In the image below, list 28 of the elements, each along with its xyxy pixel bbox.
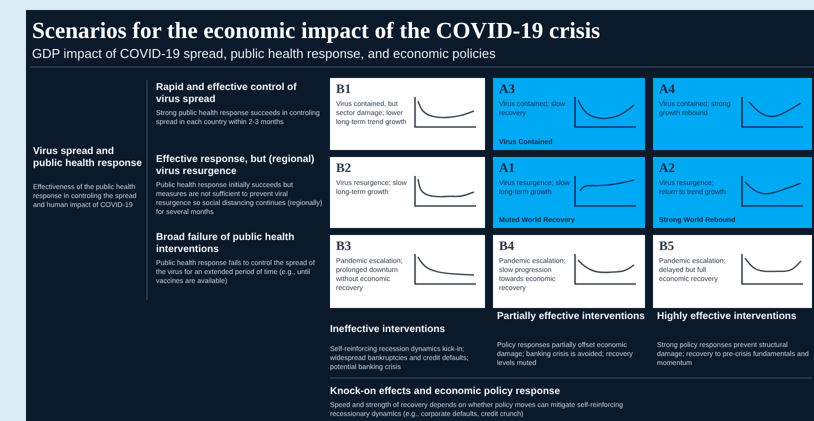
scenario-card xyxy=(330,235,485,308)
section-heading: Knock-on effects and economic policy response xyxy=(330,386,562,398)
scenario-code: A2 xyxy=(659,160,675,176)
scenario-code: B3 xyxy=(336,238,352,254)
row-heading: Broad failure of public health interventions xyxy=(156,232,296,256)
scenario-card xyxy=(653,157,812,228)
scenario-code: B2 xyxy=(336,160,352,176)
column-heading: Ineffective interventions xyxy=(330,324,446,336)
row-heading: Rapid and effective control of virus spread xyxy=(156,82,298,106)
scenario-code: A4 xyxy=(659,81,675,97)
scenario-card xyxy=(330,78,485,150)
scenario-card xyxy=(493,235,645,308)
scenario-card xyxy=(330,157,485,228)
subtitle: GDP impact of COVID-19 spread, public health response, and economic policies xyxy=(32,46,496,61)
scenario-code: A1 xyxy=(499,160,515,176)
scenario-card xyxy=(493,157,645,228)
scenario-card xyxy=(653,235,812,308)
row-heading: Effective response, but (regional) virus resurgence xyxy=(156,154,316,178)
scenario-code: B5 xyxy=(659,238,674,254)
column-heading: Highly effective interventions xyxy=(657,311,798,323)
scenario-card xyxy=(493,78,645,150)
title: Scenarios for the economic impact of the COVID-19 crisis xyxy=(32,18,600,44)
column-heading: Partially effective interventions xyxy=(497,311,646,323)
section-heading: Virus spread and public health response xyxy=(33,146,143,170)
scenario-card xyxy=(653,78,812,150)
scenario-code: B4 xyxy=(499,238,514,254)
scenario-code: A3 xyxy=(499,81,515,97)
scenario-code: B1 xyxy=(336,81,352,97)
